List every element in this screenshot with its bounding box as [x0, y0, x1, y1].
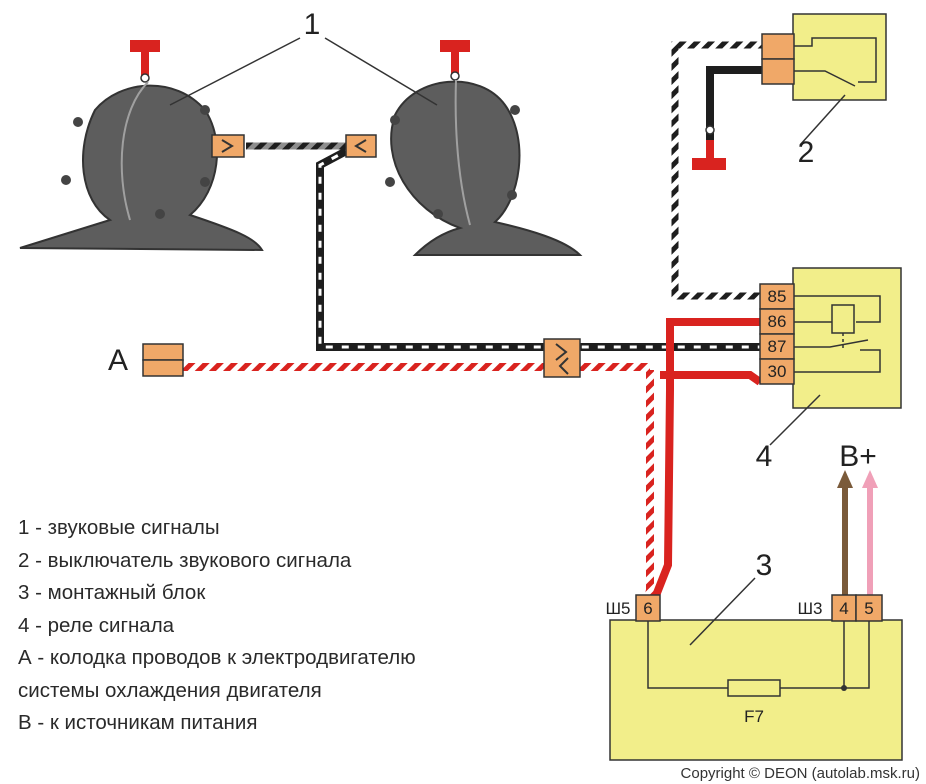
wire-a-to-block	[644, 370, 654, 599]
block-pin-5: 5	[864, 599, 873, 618]
horn-switch: 2	[692, 13, 887, 170]
copyright: Copyright © DEON (autolab.msk.ru)	[680, 765, 920, 782]
ground-post	[706, 140, 714, 162]
callout-1-label: 1	[304, 8, 321, 41]
horn-1	[19, 40, 264, 252]
ground-post	[141, 48, 149, 78]
horn-1-connector	[211, 134, 245, 158]
legend-item: А - колодка проводов к электродвигателю	[18, 646, 416, 669]
relay-body	[792, 267, 902, 409]
legend-item: 3 - монтажный блок	[18, 581, 206, 604]
fuse-label: F7	[744, 707, 764, 726]
wire-switch-to-relay-85	[671, 41, 762, 300]
horn-2	[345, 40, 583, 256]
relay-pin-30: 30	[768, 362, 787, 381]
callout-2-label: 2	[798, 136, 815, 169]
switch-connector-bottom	[761, 58, 795, 85]
callout-3-label: 3	[756, 549, 773, 582]
legend-item: В - к источникам питания	[18, 711, 258, 734]
switch-body	[792, 13, 887, 101]
connector-a-label: А	[108, 344, 128, 377]
callout-horns: 1	[169, 8, 438, 106]
connector-a: А	[108, 343, 184, 377]
connector-sh3-label: Ш3	[797, 599, 822, 618]
switch-connector-top	[761, 33, 795, 60]
relay-pin-86: 86	[768, 312, 787, 331]
wires	[183, 41, 878, 600]
callout-4-label: 4	[756, 440, 773, 473]
legend-item: системы охлаждения двигателя	[18, 678, 322, 702]
legend: 1 - звуковые сигналы 2 - выключатель зву…	[18, 512, 416, 740]
wire-relay-to-block	[651, 389, 674, 600]
fuse-f7	[727, 679, 781, 697]
arrow-pink	[862, 470, 878, 488]
legend-item: 2 - выключатель звукового сигнала	[18, 548, 352, 572]
wire-relay-86	[666, 318, 760, 390]
connector-sh5-label: Ш5	[605, 599, 630, 618]
relay-pin-87: 87	[768, 337, 787, 356]
mounting-block: 6 4 5 Ш5 Ш3 F7 3	[605, 549, 903, 761]
wire-relay-30	[660, 371, 763, 386]
horn-body	[390, 80, 583, 256]
arrow-brown	[837, 470, 853, 488]
relay-pin-85: 85	[768, 287, 787, 306]
power-label: В+	[839, 440, 877, 473]
horn-relay: 85 86 87 30 4	[756, 267, 902, 473]
inline-connector	[543, 338, 581, 378]
horn-body	[19, 84, 264, 252]
wire-switch-ground	[706, 66, 762, 160]
block-pin-4: 4	[839, 599, 848, 618]
legend-item: 1 - звуковые сигналы	[18, 516, 220, 539]
legend-item: 4 - реле сигнала	[18, 613, 175, 637]
horn-2-connector	[345, 134, 377, 158]
block-pin-6: 6	[643, 599, 652, 618]
